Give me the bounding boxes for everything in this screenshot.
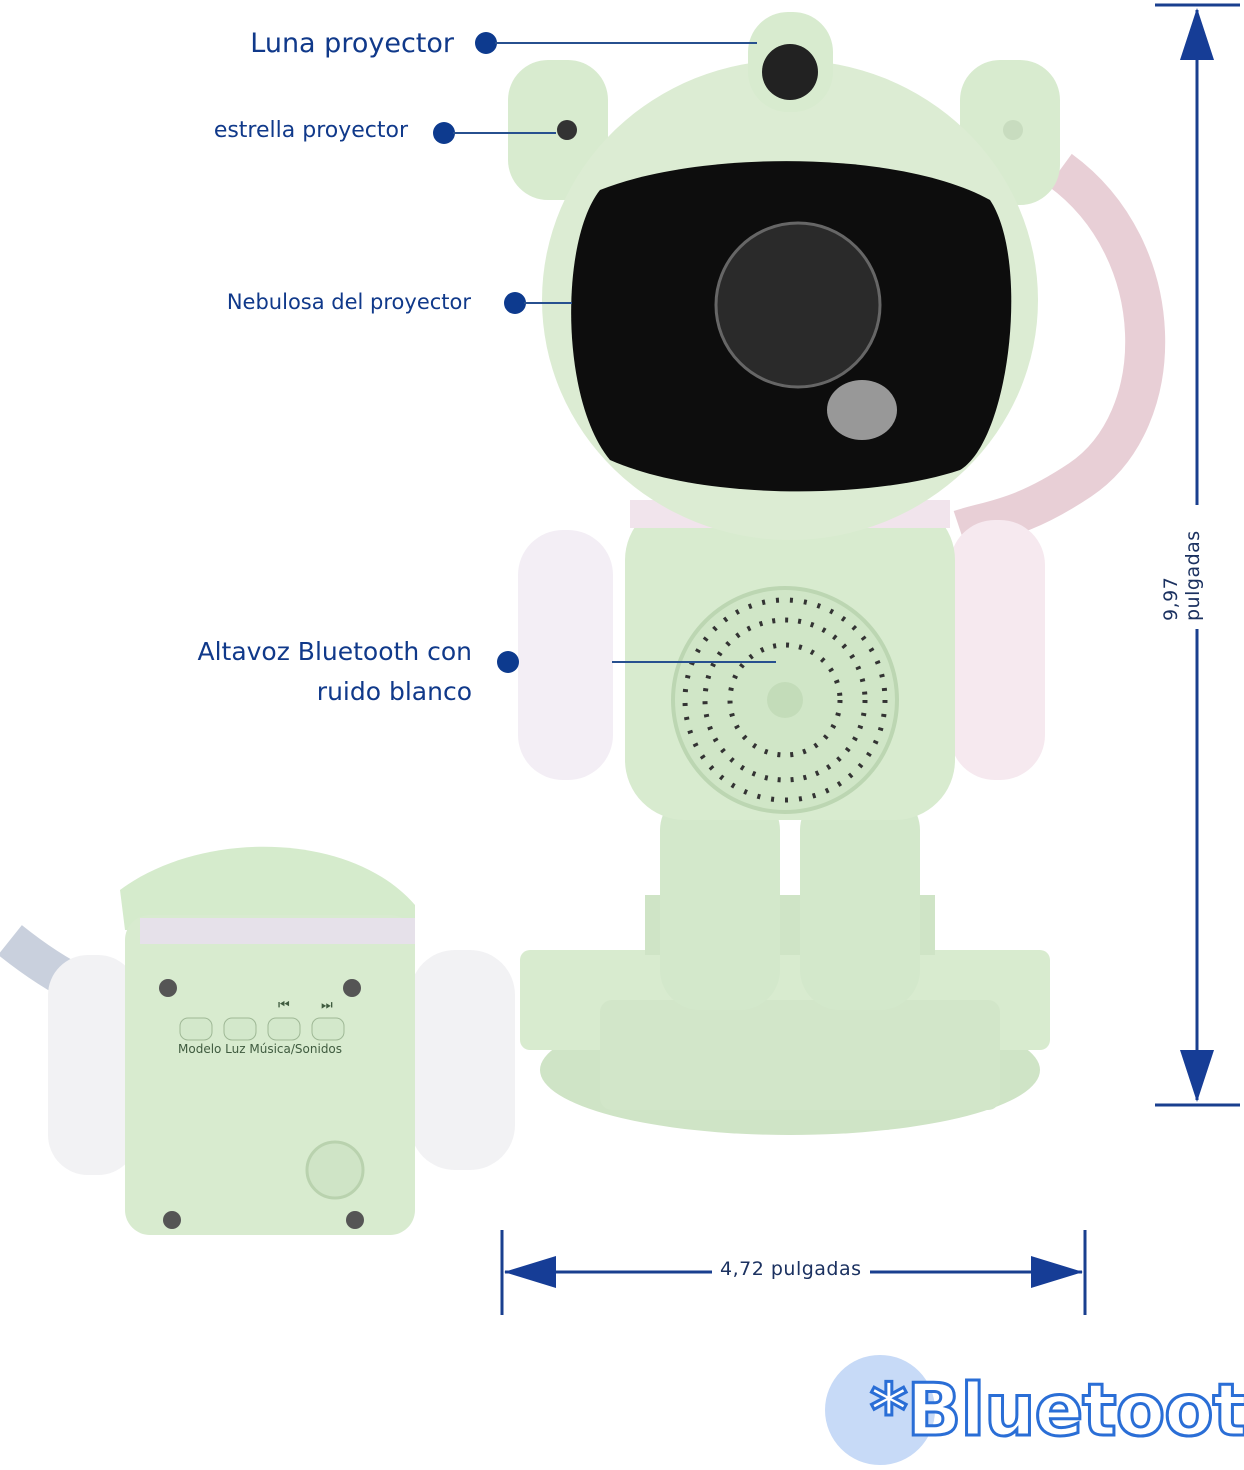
back-view bbox=[0, 846, 515, 1235]
height-label: 9,97 pulgadas bbox=[1160, 505, 1204, 629]
callout-line bbox=[612, 661, 776, 663]
legs bbox=[660, 790, 920, 1010]
back-panel-button-labels: Modelo Luz Música/Sonidos bbox=[178, 1042, 343, 1056]
callout-speaker-line1: Altavoz Bluetooth con bbox=[197, 637, 472, 666]
callout-speaker: Altavoz Bluetooth con ruido blanco bbox=[197, 632, 472, 712]
callout-dot bbox=[433, 122, 455, 144]
star-projector-lens bbox=[557, 120, 577, 140]
callout-nebula-projector: Nebulosa del proyector bbox=[226, 290, 471, 314]
bluetooth-glow bbox=[825, 1355, 935, 1465]
arms bbox=[518, 520, 1045, 780]
callout-moon-projector: Luna proyector bbox=[250, 28, 454, 59]
skip-next-icon: ⏭ bbox=[321, 998, 333, 1013]
callout-dot bbox=[475, 32, 497, 54]
skip-previous-icon: ⏮ bbox=[278, 998, 290, 1013]
base bbox=[520, 895, 1050, 1135]
bluetooth-badge: *Bluetooth bbox=[868, 1367, 1244, 1454]
callout-star-projector: estrella proyector bbox=[213, 118, 408, 143]
tube bbox=[953, 153, 1166, 550]
callout-dot bbox=[497, 651, 519, 673]
callout-speaker-line2: ruido blanco bbox=[316, 677, 472, 706]
moon-projector-lens bbox=[762, 44, 818, 100]
callout-line bbox=[453, 132, 556, 134]
callout-line bbox=[524, 302, 572, 304]
callout-line bbox=[495, 42, 757, 44]
callout-dot bbox=[504, 292, 526, 314]
speaker-grille bbox=[671, 586, 899, 814]
width-label: 4,72 pulgadas bbox=[712, 1258, 870, 1280]
nebula-projector-lens bbox=[714, 221, 882, 389]
